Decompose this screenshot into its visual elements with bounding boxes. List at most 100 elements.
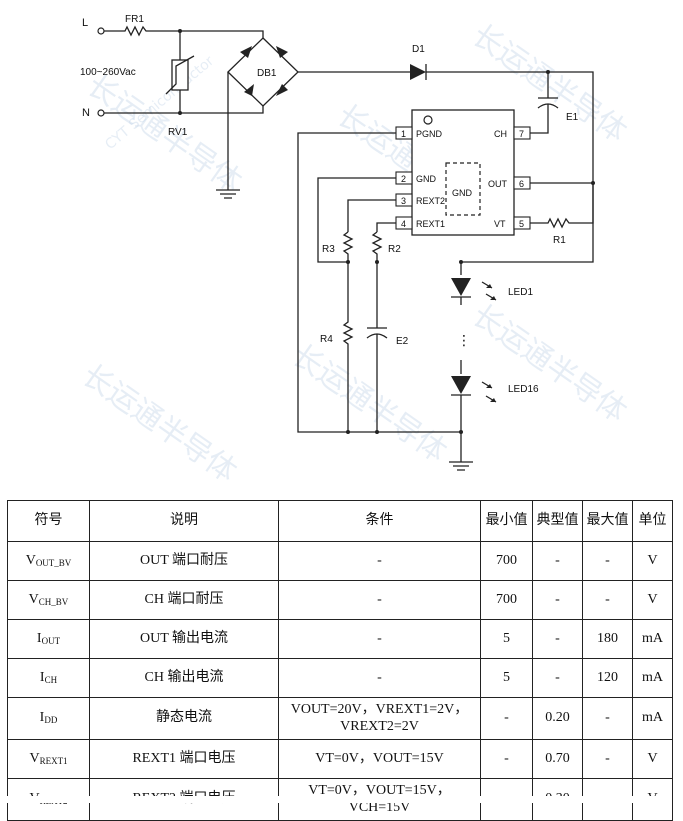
svg-text:5: 5	[519, 219, 524, 229]
svg-text:6: 6	[519, 179, 524, 189]
svg-text:4: 4	[401, 219, 406, 229]
led-chain-dots: ⋮	[457, 332, 471, 348]
unit-cell: V	[632, 739, 673, 779]
table-header-row: 符号 说明 条件 最小值 典型值 最大值 单位	[7, 500, 673, 542]
condition-cell: VT=0V，VOUT=15V	[278, 739, 481, 779]
min-cell: -	[480, 739, 533, 779]
symbol-cell: IOUT	[7, 619, 90, 659]
capacitor-E2	[366, 262, 388, 432]
typ-cell: -	[532, 580, 583, 620]
max-cell: 120	[582, 658, 633, 698]
svg-text:3: 3	[401, 196, 406, 206]
led-LED16	[451, 376, 471, 394]
symbol-cell: VCH_BV	[7, 580, 90, 620]
condition-cell: -	[278, 580, 481, 620]
header-cell: 最小值	[480, 500, 533, 542]
label-LED16: LED16	[508, 384, 539, 395]
fuse-resistor-FR1	[104, 25, 180, 37]
label-E2: E2	[396, 336, 409, 347]
unit-cell: mA	[632, 658, 673, 698]
ic-gnd-pad-label: GND	[452, 188, 473, 198]
ic-left-pins: 1 PGND 2 GND 3 REXT2 4 REXT1	[395, 126, 445, 230]
input-voltage-label: 100~260Vac	[80, 67, 136, 78]
description-cell: REXT1 端口电压	[89, 739, 279, 779]
description-cell: CH 端口耐压	[89, 580, 279, 620]
svg-text:长运通半导体: 长运通半导体	[465, 298, 633, 430]
description-cell: OUT 输出电流	[89, 619, 279, 659]
header-cell: 符号	[7, 500, 90, 542]
svg-text:REXT2: REXT2	[416, 196, 445, 206]
label-DB1: DB1	[257, 68, 277, 79]
description-cell: CH 输出电流	[89, 658, 279, 698]
description-cell: 静态电流	[89, 697, 279, 740]
label-RV1: RV1	[168, 127, 188, 138]
label-R3: R3	[322, 244, 335, 255]
label-FR1: FR1	[125, 14, 144, 25]
header-cell: 条件	[278, 500, 481, 542]
label-R4: R4	[320, 334, 333, 345]
header-cell: 典型值	[532, 500, 583, 542]
symbol-cell: IDD	[7, 697, 90, 740]
led-LED1	[451, 278, 471, 296]
typ-cell: 0.20	[532, 697, 583, 740]
label-LED1: LED1	[508, 287, 533, 298]
ground-symbol	[449, 461, 473, 471]
condition-cell: -	[278, 619, 481, 659]
terminal-L	[97, 27, 105, 35]
min-cell: 5	[480, 658, 533, 698]
unit-cell: V	[632, 580, 673, 620]
header-cell: 最大值	[582, 500, 633, 542]
typ-cell: -	[532, 658, 583, 698]
max-cell: 180	[582, 619, 633, 659]
label-D1: D1	[412, 44, 425, 55]
watermark: 长运通半导体 CYT Semiconductor 长运通半导体 长运通半导体 长…	[75, 18, 633, 480]
condition-cell: -	[278, 541, 481, 581]
resistor-R3	[342, 231, 354, 262]
label-R2: R2	[388, 244, 401, 255]
svg-text:1: 1	[401, 129, 406, 139]
svg-text:7: 7	[519, 129, 524, 139]
max-cell: -	[582, 580, 633, 620]
ic-package	[411, 109, 515, 236]
typ-cell: -	[532, 541, 583, 581]
max-cell: -	[582, 739, 633, 779]
min-cell: 5	[480, 619, 533, 659]
unit-cell: mA	[632, 619, 673, 659]
svg-text:REXT1: REXT1	[416, 219, 445, 229]
label-R1: R1	[553, 235, 566, 246]
diode-D1	[410, 64, 426, 80]
description-cell: OUT 端口耐压	[89, 541, 279, 581]
svg-text:2: 2	[401, 174, 406, 184]
svg-text:GND: GND	[416, 174, 437, 184]
label-E1: E1	[566, 112, 579, 123]
symbol-cell: ICH	[7, 658, 90, 698]
resistor-R2	[371, 231, 383, 262]
min-cell: 700	[480, 580, 533, 620]
condition-cell: VOUT=20V，VREXT1=2V，VREXT2=2V	[278, 697, 481, 740]
svg-text:长运通半导体: 长运通半导体	[285, 338, 453, 470]
max-cell: -	[582, 541, 633, 581]
header-cell: 单位	[632, 500, 673, 542]
label-L: L	[82, 17, 88, 29]
typ-cell: 0.70	[532, 739, 583, 779]
resistor-R4	[342, 262, 354, 432]
unit-cell: mA	[632, 697, 673, 740]
resistor-R1	[530, 183, 594, 229]
min-cell: 700	[480, 541, 533, 581]
typ-cell: -	[532, 619, 583, 659]
svg-text:长运通半导体: 长运通半导体	[75, 358, 243, 480]
circuit-schematic: 长运通半导体 CYT Semiconductor 长运通半导体 长运通半导体 长…	[75, 14, 633, 480]
max-cell: -	[582, 697, 633, 740]
label-N: N	[82, 107, 90, 119]
exposed-pad	[445, 162, 481, 216]
svg-text:CH: CH	[494, 129, 507, 139]
header-cell: 说明	[89, 500, 279, 542]
condition-cell: -	[278, 658, 481, 698]
ground-symbol	[216, 189, 240, 199]
